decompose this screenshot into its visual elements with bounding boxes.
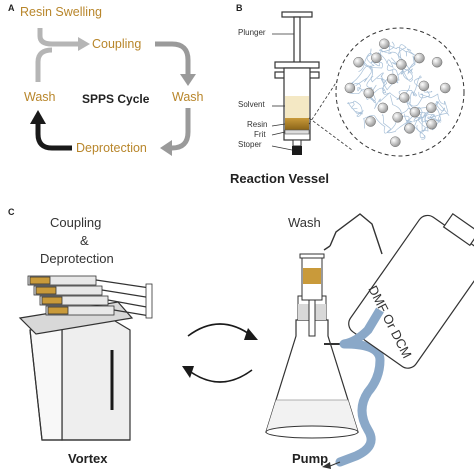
polymer-chain [427,115,441,123]
vacuum-tube [335,339,385,467]
label-deprotection-c: Deprotection [40,251,114,266]
arrow-deprotection-to-wash [35,122,72,151]
resin-bead [377,102,389,114]
resin-bead [379,38,390,50]
resin-bead [418,80,430,92]
resin-bead [439,82,451,94]
panel-label-c: C [8,207,15,217]
arrow-coupling-to-wash [155,41,191,76]
arrowhead-coupling [180,74,196,86]
wash-bottle [323,212,474,369]
polymer-chain [371,92,399,109]
label-plunger: Plunger [238,28,266,37]
polymer-chain [390,95,413,131]
label-solvent: Solvent [238,100,265,109]
polymer-chain [370,78,388,96]
label-stoper: Stoper [238,140,262,149]
syringe-rack [27,275,153,319]
polymer-chain [413,75,433,96]
label-resin-swelling: Resin Swelling [20,5,102,19]
label-wash-c: Wash [288,215,321,230]
arrow-wash-to-coupling [35,47,53,82]
syringe-vessel [271,11,361,155]
resin-bead [404,123,415,134]
resin-bead [390,136,401,147]
spps-cycle-arrows [30,28,196,156]
label-deprotection: Deprotection [76,141,147,155]
arrowhead-wash-right [160,140,172,156]
polymer-chain [358,41,395,73]
polymer-chain [381,113,408,134]
label-vortex: Vortex [68,451,108,466]
label-reaction-vessel: Reaction Vessel [230,171,329,186]
label-wash-right: Wash [172,90,204,104]
resin-bead [409,106,421,118]
resin-bead [414,52,425,64]
label-coupling: Coupling [92,37,142,51]
polymer-chain [390,55,416,75]
exchange-arrows [182,323,258,383]
solvent-layer [285,96,309,118]
resin-bead [365,116,376,127]
label-pump: Pump [292,451,329,466]
resin-bead [353,56,364,68]
frit-layer [284,129,310,135]
arrowhead-swelling [78,37,90,51]
stopper-shape [292,146,302,155]
resin-bead [363,87,375,99]
resin-bead [431,56,443,68]
polymer-chain [421,135,426,140]
resin-bead [396,59,407,70]
arrow-swelling-to-coupling [37,28,78,47]
resin-bead [371,52,382,64]
polymer-chain [355,110,364,117]
polymer-chain [418,91,449,113]
resin-bead [426,118,437,130]
resin-bead [426,102,437,113]
polymer-chain [398,44,415,75]
resin-layer [285,118,309,130]
arrowhead-deprotection [30,110,46,124]
label-wash-left: Wash [24,90,56,104]
resin-magnification [335,27,465,157]
panel-label-b: B [236,3,243,13]
polymer-chain [406,110,426,131]
label-spps-cycle: SPPS Cycle [82,92,150,106]
label-coupling-c: Coupling [50,215,102,230]
label-ampersand: & [80,233,89,248]
panel-label-a: A [8,3,15,13]
label-resin: Resin [247,120,268,129]
polymer-chain [387,44,416,57]
polymer-chain [362,115,397,134]
vortex-machine [18,275,153,441]
arrow-wash-to-deprotection [170,108,191,151]
pump-flask [265,253,385,469]
resin-bead [399,92,410,103]
polymer-chain [416,112,449,123]
polymer-chain [416,114,435,138]
resin-bead [386,73,398,85]
resin-bead [344,82,356,94]
polymer-chain [347,100,363,114]
label-frit: Frit [254,130,266,139]
resin-bead [392,112,403,123]
